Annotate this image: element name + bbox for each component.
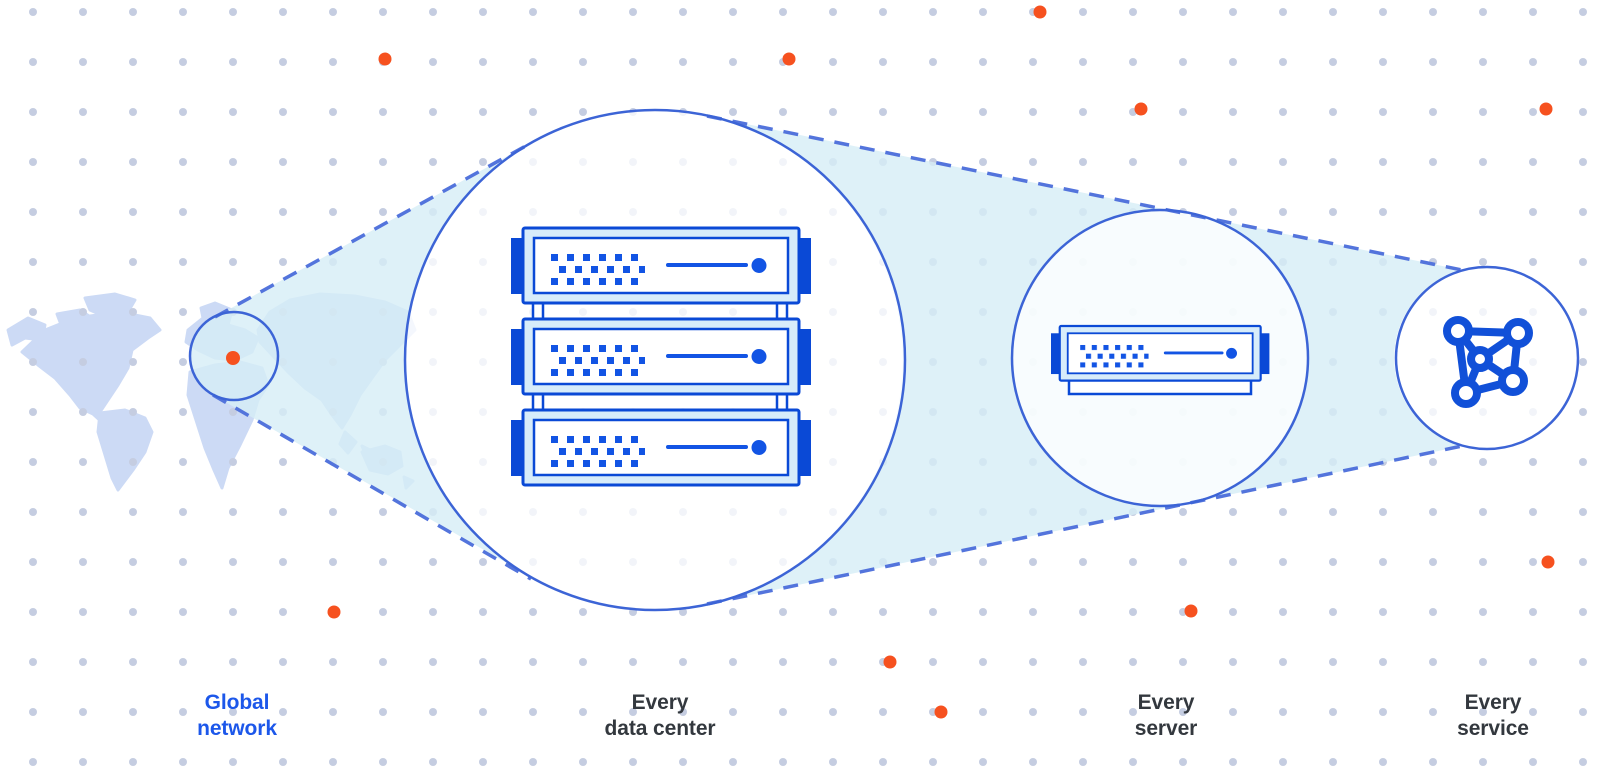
server-circle (1010, 208, 1310, 508)
dashed-zoom-lines (212, 114, 1463, 606)
service-circle (1394, 265, 1580, 451)
label-line-2: service (1457, 717, 1529, 740)
map-focus-circle (188, 310, 280, 402)
data-center-circle (403, 108, 907, 612)
label-line-1: Global (204, 691, 270, 714)
mesh-network-icon (1443, 316, 1533, 408)
server-unit (1049, 324, 1271, 382)
orange-accent-dots (327, 5, 1555, 719)
label-line-2: network (197, 717, 277, 740)
single-server (1049, 324, 1271, 396)
rack-unit-2 (509, 317, 813, 396)
stage-label-every-data-center: Every data center (605, 690, 716, 742)
stage-label-every-service: Every service (1457, 690, 1529, 742)
label-line-1: Every (631, 691, 689, 714)
label-line-1: Every (1137, 691, 1195, 714)
rack-unit-1 (509, 226, 813, 305)
stage-label-global-network: Global network (197, 690, 277, 742)
rack-unit-3 (509, 408, 813, 487)
label-line-2: data center (604, 717, 716, 740)
label-line-2: server (1134, 717, 1198, 740)
label-line-1: Every (1464, 691, 1522, 714)
stage-label-every-server: Every server (1134, 690, 1198, 742)
zoom-cone-left (190, 142, 533, 578)
map-location-dot (226, 351, 240, 365)
server-rack-stack (509, 226, 813, 487)
